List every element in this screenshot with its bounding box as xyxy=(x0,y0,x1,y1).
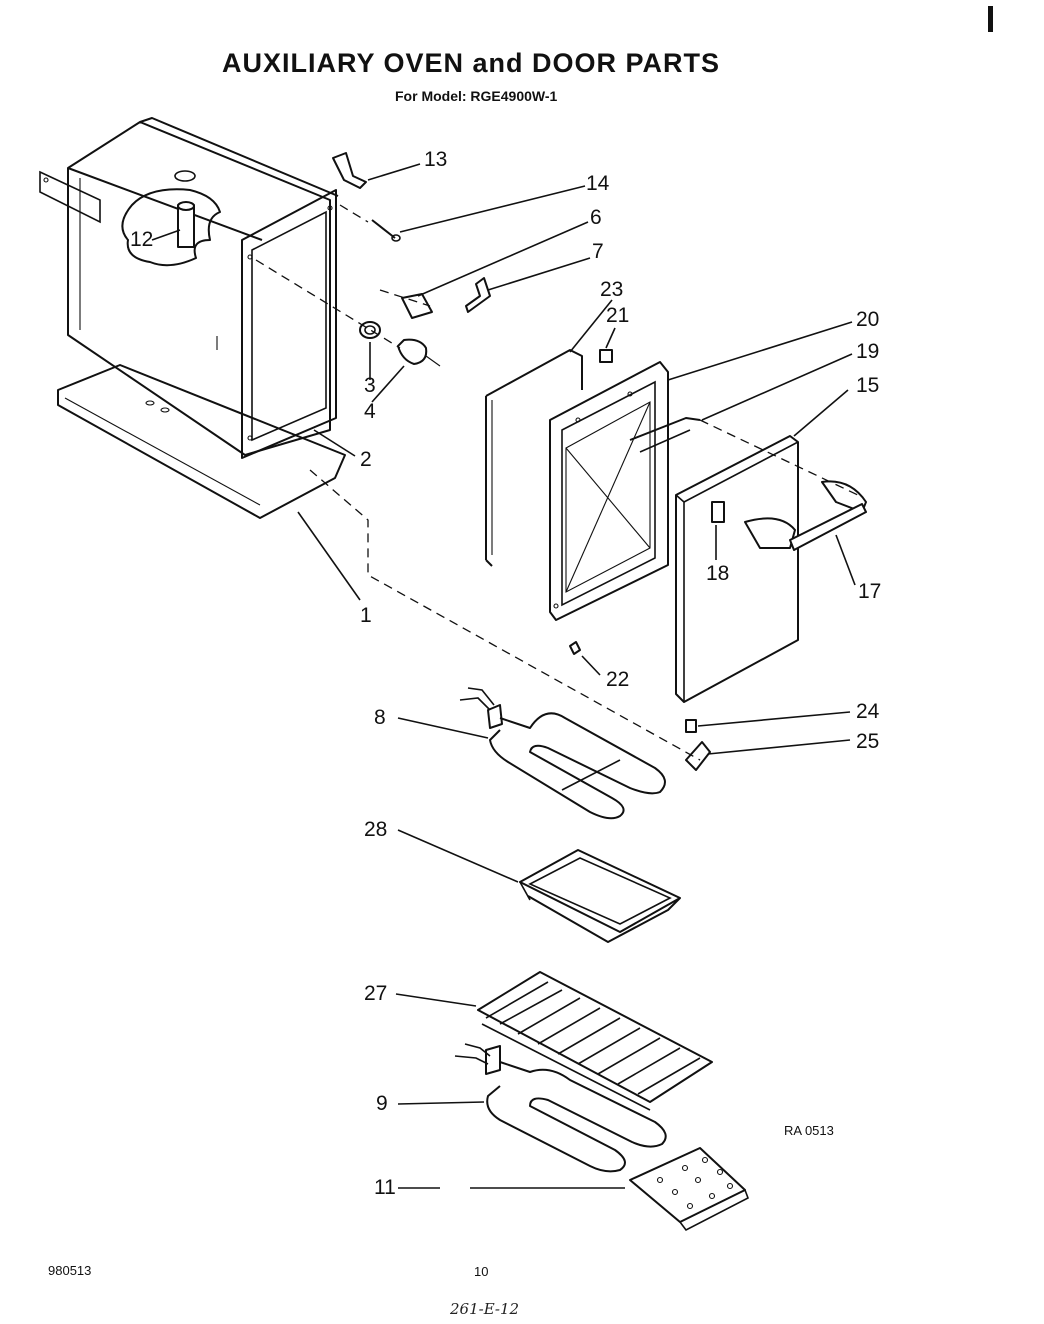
model-subtitle: For Model: RGE4900W-1 xyxy=(395,88,558,104)
assembly-line-socket xyxy=(379,289,431,307)
part-2-front-frame xyxy=(241,189,337,459)
assembly-line-pin xyxy=(339,204,369,223)
part-24-bushing xyxy=(685,719,697,733)
part-23-door-gasket xyxy=(485,349,583,567)
callout-24: 24 xyxy=(856,700,880,723)
part-15-outer-door xyxy=(675,435,799,703)
part-9-broil-element xyxy=(454,1043,667,1173)
part-1-oven-liner xyxy=(39,117,346,519)
callout-14: 14 xyxy=(586,172,610,195)
callout-19: 19 xyxy=(856,340,879,363)
part-19-hinge xyxy=(629,417,701,453)
part-12-burner xyxy=(121,188,221,267)
callout-1: 1 xyxy=(360,604,372,627)
part-18-vent xyxy=(711,501,725,523)
part-7-clip xyxy=(465,277,491,313)
part-21-clip xyxy=(599,349,613,363)
part-27-oven-rack xyxy=(477,971,713,1111)
callout-8: 8 xyxy=(374,706,386,729)
callout-20: 20 xyxy=(856,308,879,331)
part-13-bracket xyxy=(332,152,367,189)
handwritten-note: 261-E-12 xyxy=(449,1300,519,1318)
callout-17: 17 xyxy=(858,580,881,603)
part-17-handle xyxy=(744,480,867,551)
part-20-inner-door-panel xyxy=(549,361,669,621)
diagram-code: RA 0513 xyxy=(784,1123,834,1138)
part-11-deflector xyxy=(629,1147,749,1232)
part-6-lamp-socket xyxy=(401,293,433,319)
assembly-line-lamp xyxy=(255,259,401,349)
part-22-screw xyxy=(569,641,581,655)
callout-23: 23 xyxy=(600,278,623,301)
callout-4: 4 xyxy=(364,400,376,423)
callout-18: 18 xyxy=(706,562,729,585)
callout-25: 25 xyxy=(856,730,879,753)
page-number: 10 xyxy=(474,1264,488,1279)
page-title: AUXILIARY OVEN and DOOR PARTS xyxy=(222,48,720,78)
part-14-pin xyxy=(371,219,401,242)
part-8-bake-element xyxy=(459,687,666,820)
callout-7: 7 xyxy=(592,240,604,263)
document-number: 980513 xyxy=(48,1263,91,1278)
callout-2: 2 xyxy=(360,448,372,471)
callout-15: 15 xyxy=(856,374,879,397)
leader-lines xyxy=(151,163,856,1189)
assembly-line-door xyxy=(309,469,701,761)
callout-12: 12 xyxy=(130,228,153,251)
scan-mark xyxy=(988,6,993,32)
callout-3: 3 xyxy=(364,374,376,397)
callout-28: 28 xyxy=(364,818,387,841)
part-28-broil-pan xyxy=(519,849,681,943)
callout-27: 27 xyxy=(364,982,387,1005)
part-25-hinge-pin xyxy=(685,741,711,771)
part-3-receptacle xyxy=(359,321,381,339)
callout-22: 22 xyxy=(606,668,629,691)
callout-21: 21 xyxy=(606,304,629,327)
callout-13: 13 xyxy=(424,148,447,171)
callout-6: 6 xyxy=(590,206,602,229)
callout-9: 9 xyxy=(376,1092,388,1115)
part-4-light-bulb xyxy=(397,338,441,367)
callout-11: 11 xyxy=(374,1176,396,1199)
